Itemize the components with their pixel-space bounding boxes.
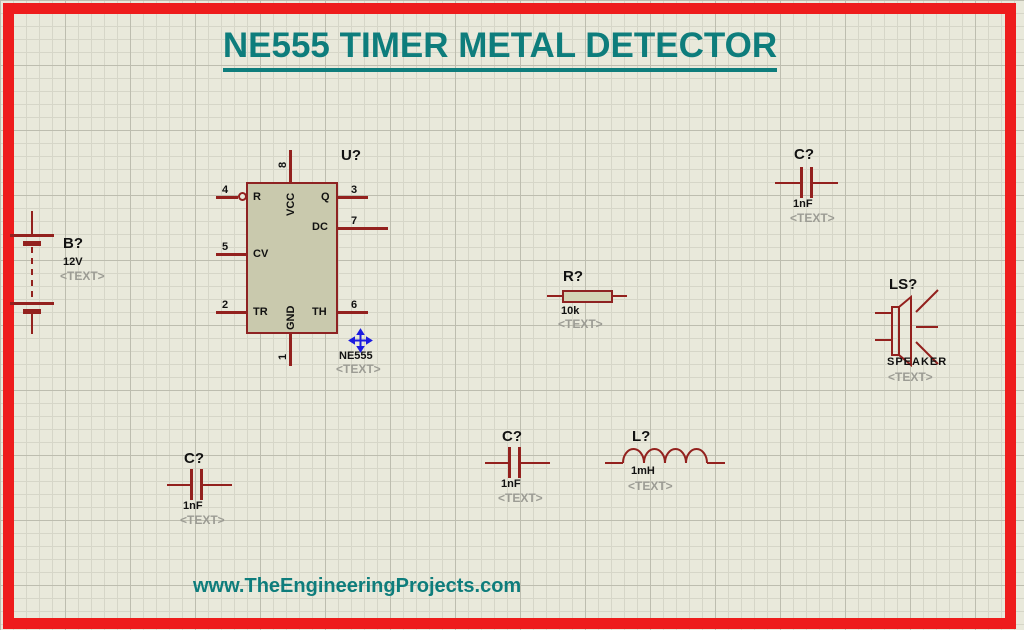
capacitor-ref-label[interactable]: C? [502,428,522,445]
capacitor-plate-left [800,167,803,198]
inductor-text-placeholder[interactable]: <TEXT> [628,479,673,493]
ic-pin7-number: 7 [351,215,358,227]
resistor-left-lead [547,295,562,297]
ic-body [246,182,338,334]
inductor-value-label[interactable]: 1mH [631,465,655,477]
ic-pin-name-gnd: GND [285,305,297,330]
ic-pin2-wire [216,311,246,314]
capacitor-value-label[interactable]: 1nF [183,500,203,512]
ic-pin7-wire [338,227,388,230]
resistor-right-lead [613,295,627,297]
ic-pin-name-tr: TR [253,306,268,318]
ic-pin5-wire [216,253,246,256]
schematic-title[interactable]: NE555 TIMER METAL DETECTOR [222,26,778,72]
ic-pin8-number: 8 [277,161,289,168]
capacitor-plate-right [810,167,813,198]
battery-dashed-link [31,247,33,302]
capacitor-right-lead [813,182,838,184]
capacitor-text-placeholder[interactable]: <TEXT> [498,491,543,505]
resistor-ref-label[interactable]: R? [563,268,583,285]
ic-pin3-wire [338,196,368,199]
battery-plate-short-bottom [23,309,41,314]
resistor-body [562,290,613,303]
battery-bottom-lead [31,314,33,334]
origin-marker-icon [348,328,373,353]
speaker-value-label[interactable]: SPEAKER [887,356,948,368]
ic-pin2-number: 2 [222,299,229,311]
speaker-symbol [875,289,939,368]
website-watermark[interactable]: www.TheEngineeringProjects.com [193,575,522,597]
capacitor-plate-left [190,469,193,500]
ic-pin-name-q: Q [321,191,330,203]
capacitor-plate-right [200,469,203,500]
ic-reset-bubble [238,192,247,201]
ic-pin-name-dc: DC [312,221,328,233]
capacitor-text-placeholder[interactable]: <TEXT> [790,211,835,225]
capacitor-value-label[interactable]: 1nF [793,198,813,210]
ic-pin1-number: 1 [277,353,289,360]
capacitor-left-lead [775,182,801,184]
ic-text-placeholder[interactable]: <TEXT> [336,362,381,376]
capacitor-text-placeholder[interactable]: <TEXT> [180,513,225,527]
ic-pin8-wire [289,150,292,183]
ic-part-label[interactable]: NE555 [339,350,373,362]
ic-pin6-wire [338,311,368,314]
ic-pin6-number: 6 [351,299,358,311]
capacitor-left-lead [485,462,509,464]
ic-pin-name-th: TH [312,306,327,318]
capacitor-left-lead [167,484,191,486]
resistor-text-placeholder[interactable]: <TEXT> [558,317,603,331]
speaker-ref-label[interactable]: LS? [889,276,918,293]
battery-text-placeholder[interactable]: <TEXT> [60,269,105,283]
capacitor-plate-left [508,447,511,478]
capacitor-ref-label[interactable]: C? [794,146,814,163]
capacitor-ref-label[interactable]: C? [184,450,204,467]
capacitor-value-label[interactable]: 1nF [501,478,521,490]
ic-pin3-number: 3 [351,184,358,196]
ic-pin5-number: 5 [222,241,229,253]
ic-pin4-wire [216,196,238,199]
inductor-symbol [605,448,725,464]
ic-pin1-wire [289,333,292,366]
battery-plate-long-bottom [10,302,54,305]
capacitor-plate-right [518,447,521,478]
ic-pin4-number: 4 [222,184,229,196]
title-row: NE555 TIMER METAL DETECTOR [0,26,1000,72]
speaker-text-placeholder[interactable]: <TEXT> [888,370,933,384]
battery-ref-label[interactable]: B? [63,235,83,252]
battery-value-label[interactable]: 12V [63,256,83,268]
capacitor-right-lead [521,462,550,464]
resistor-value-label[interactable]: 10k [561,305,580,317]
ic-pin-name-r: R [253,191,261,203]
ic-pin-name-vcc: VCC [285,192,297,216]
sheet-border [3,3,1016,629]
battery-top-lead [31,211,33,234]
capacitor-right-lead [203,484,232,486]
battery-plate-short-top [23,241,41,246]
ic-ref-label[interactable]: U? [341,147,361,164]
battery-plate-long-top [10,234,54,237]
ic-pin-name-cv: CV [253,248,269,260]
inductor-ref-label[interactable]: L? [632,428,651,445]
